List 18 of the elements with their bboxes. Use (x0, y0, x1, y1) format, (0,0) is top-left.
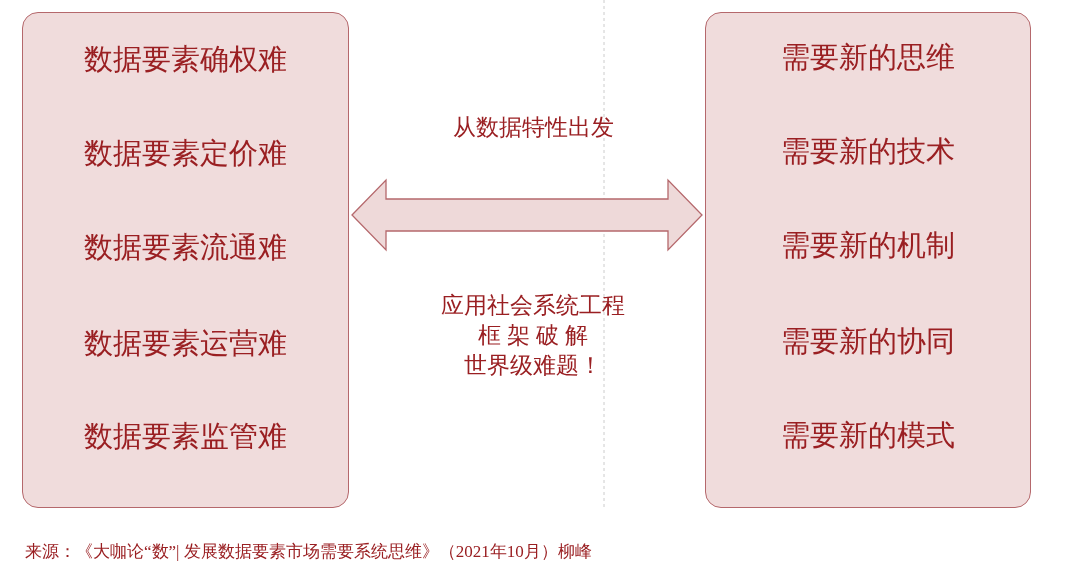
panel-text: 数据要素流通难 (83, 229, 288, 265)
center-text: 应用社会系统工程 (441, 291, 625, 320)
panel-text: 需要新的机制 (780, 227, 956, 263)
panel-text: 数据要素运营难 (83, 325, 288, 361)
double-arrow (351, 178, 703, 252)
panel-text: 需要新的技术 (780, 133, 956, 169)
panel-text: 数据要素确权难 (83, 41, 288, 77)
text-panel (705, 12, 1031, 508)
center-text: 世界级难题！ (464, 351, 602, 380)
panel-text: 需要新的协同 (780, 323, 956, 359)
panel-text: 数据要素监管难 (83, 418, 288, 454)
center-text: 框架破解 (477, 321, 594, 350)
text-panel (22, 12, 349, 508)
panel-text: 需要新的模式 (780, 417, 956, 453)
panel-text: 数据要素定价难 (83, 135, 288, 171)
source-caption: 来源：《大咖论“数”| 发展数据要素市场需要系统思维》（2021年10月）柳峰 (25, 541, 592, 563)
center-text: 从数据特性出发 (452, 113, 614, 142)
panel-text: 需要新的思维 (780, 39, 956, 75)
